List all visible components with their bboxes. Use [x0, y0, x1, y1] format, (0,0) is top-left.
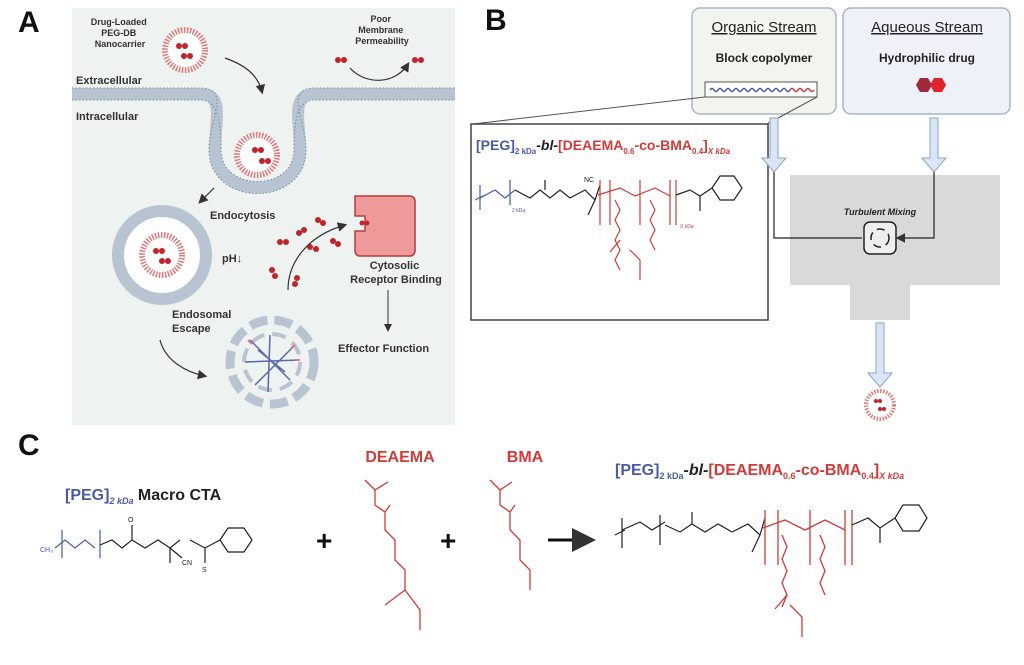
- flow-arrows: [760, 117, 948, 388]
- aqueous-stream-box: [842, 7, 1011, 115]
- drug-loaded-nanocarrier: [162, 27, 208, 73]
- peg-repeat-label: 2 kDa: [512, 208, 525, 214]
- copolymer-skeletal-structure: NC 2 kDa X kDa: [474, 175, 743, 280]
- panel-b: Organic Stream Block copolymer Aqueous S…: [470, 7, 1011, 421]
- bma-structure: [489, 479, 531, 590]
- plus-sign: +: [316, 525, 332, 556]
- copolymer-formula: [PEG]2 kDa-bl-[DEAEMA0.6-co-BMA0.4]X kDa: [476, 137, 731, 156]
- panel-a: Extracellular Intracellular Drug-Loaded …: [72, 8, 455, 425]
- aqueous-stream-subtitle: Hydrophilic drug: [879, 51, 975, 65]
- panel-label-b: B: [485, 4, 507, 37]
- cell-membrane: [72, 88, 455, 194]
- poor-permeability-label: Poor Membrane Permeability: [355, 14, 409, 46]
- ph-label: pH↓: [222, 253, 242, 265]
- nitrile-label: NC: [584, 177, 594, 184]
- formed-nanocarrier: [864, 389, 896, 421]
- plus-sign: +: [440, 525, 456, 556]
- endosomal-escape-label: Endosomal Escape: [172, 309, 234, 335]
- endocytosis-label: Endocytosis: [210, 210, 275, 222]
- macro-cta-label: [PEG]2 kDa Macro CTA: [65, 487, 222, 506]
- svg-text:O: O: [128, 517, 134, 524]
- product-formula: [PEG]2 kDa-bl-[DEAEMA0.6-co-BMA0.4]X kDa: [615, 462, 904, 481]
- intracellular-label: Intracellular: [76, 111, 139, 123]
- organic-stream-subtitle: Block copolymer: [716, 51, 813, 65]
- mixer-icon: [863, 221, 897, 255]
- effector-function-label: Effector Function: [338, 343, 429, 355]
- cytosolic-receptor: [354, 195, 416, 257]
- svg-text:S: S: [202, 567, 207, 574]
- hydrophilic-drug-icon: [916, 78, 932, 92]
- macro-cta-structure: CH₃ CN O S: [40, 517, 253, 574]
- panel-label-a: A: [18, 6, 40, 39]
- organic-stream-title: Organic Stream: [711, 19, 816, 36]
- turbulent-mixing-label: Turbulent Mixing: [844, 207, 917, 217]
- disrupted-endosome: [225, 315, 319, 409]
- nanocarrier-label: Drug-Loaded PEG-DB Nanocarrier: [91, 17, 150, 49]
- bma-label: BMA: [507, 449, 544, 466]
- panel-c: [PEG]2 kDa Macro CTA CH₃ CN O S + + DEAE…: [40, 449, 928, 637]
- aqueous-stream-title: Aqueous Stream: [871, 19, 983, 36]
- endosome: [112, 205, 212, 305]
- copolymer-structure-inset: [470, 123, 769, 321]
- panel-label-c: C: [18, 429, 40, 462]
- polymer-repeat-label: X kDa: [680, 224, 694, 230]
- deaema-structure: [364, 479, 421, 630]
- receptor-binding-label: Cytosolic Receptor Binding: [350, 260, 442, 286]
- product-structure: [614, 504, 928, 637]
- svg-text:CH₃: CH₃: [40, 547, 53, 554]
- extracellular-label: Extracellular: [76, 75, 143, 87]
- svg-text:CN: CN: [182, 560, 192, 567]
- deaema-label: DEAEMA: [365, 449, 435, 466]
